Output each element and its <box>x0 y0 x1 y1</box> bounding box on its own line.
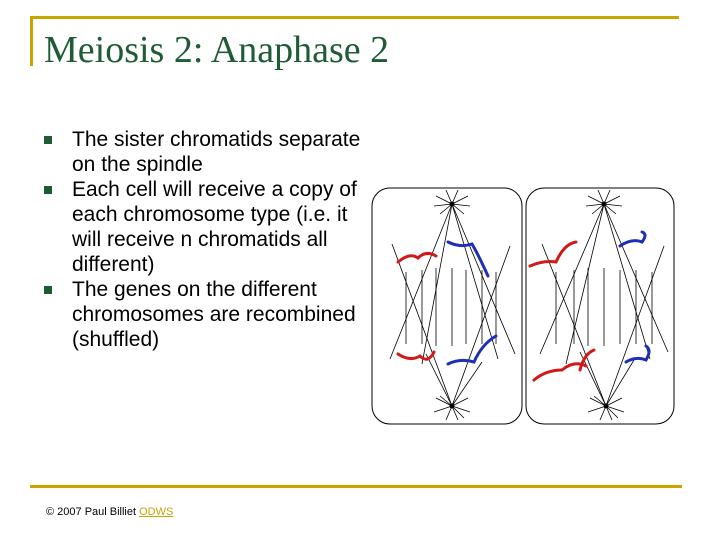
right-cell <box>525 187 675 425</box>
bullet-text: The genes on the different chromosomes a… <box>72 278 356 351</box>
anaphase-2-diagram <box>371 187 675 425</box>
spindle-fibers <box>539 203 669 407</box>
slide-title: Meiosis 2: Anaphase 2 <box>44 29 390 71</box>
bullet-text: The sister chromatids separate on the sp… <box>72 128 361 176</box>
copyright-text: © 2007 Paul Billiet <box>46 506 140 518</box>
bullet-item: The sister chromatids separate on the sp… <box>40 127 370 177</box>
left-border-line <box>30 16 33 66</box>
centriole-dot <box>603 403 609 409</box>
square-bullet-icon <box>44 136 52 144</box>
bullet-item: The genes on the different chromosomes a… <box>40 277 370 352</box>
bullet-list: The sister chromatids separate on the sp… <box>40 127 370 352</box>
spindle-fibers <box>389 203 516 407</box>
top-border-line <box>30 16 679 19</box>
centriole-dot <box>601 201 607 207</box>
square-bullet-icon <box>44 286 52 294</box>
footer: © 2007 Paul Billiet ODWS <box>46 506 173 518</box>
aster-top <box>433 189 471 215</box>
aster-top <box>585 189 623 215</box>
odws-link[interactable]: ODWS <box>139 506 174 518</box>
bullet-text: Each cell will receive a copy of each ch… <box>72 178 357 276</box>
cell-outline <box>371 187 523 425</box>
centriole-dot <box>449 201 455 207</box>
chromatids <box>528 230 651 382</box>
square-bullet-icon <box>44 186 52 194</box>
bottom-border-line <box>30 485 682 488</box>
bullet-item: Each cell will receive a copy of each ch… <box>40 177 370 277</box>
aster-bottom <box>587 395 625 421</box>
chromatids <box>396 240 498 366</box>
centriole-dot <box>449 403 455 409</box>
cell-outline <box>525 187 675 425</box>
left-cell <box>371 187 523 425</box>
aster-bottom <box>433 395 471 421</box>
